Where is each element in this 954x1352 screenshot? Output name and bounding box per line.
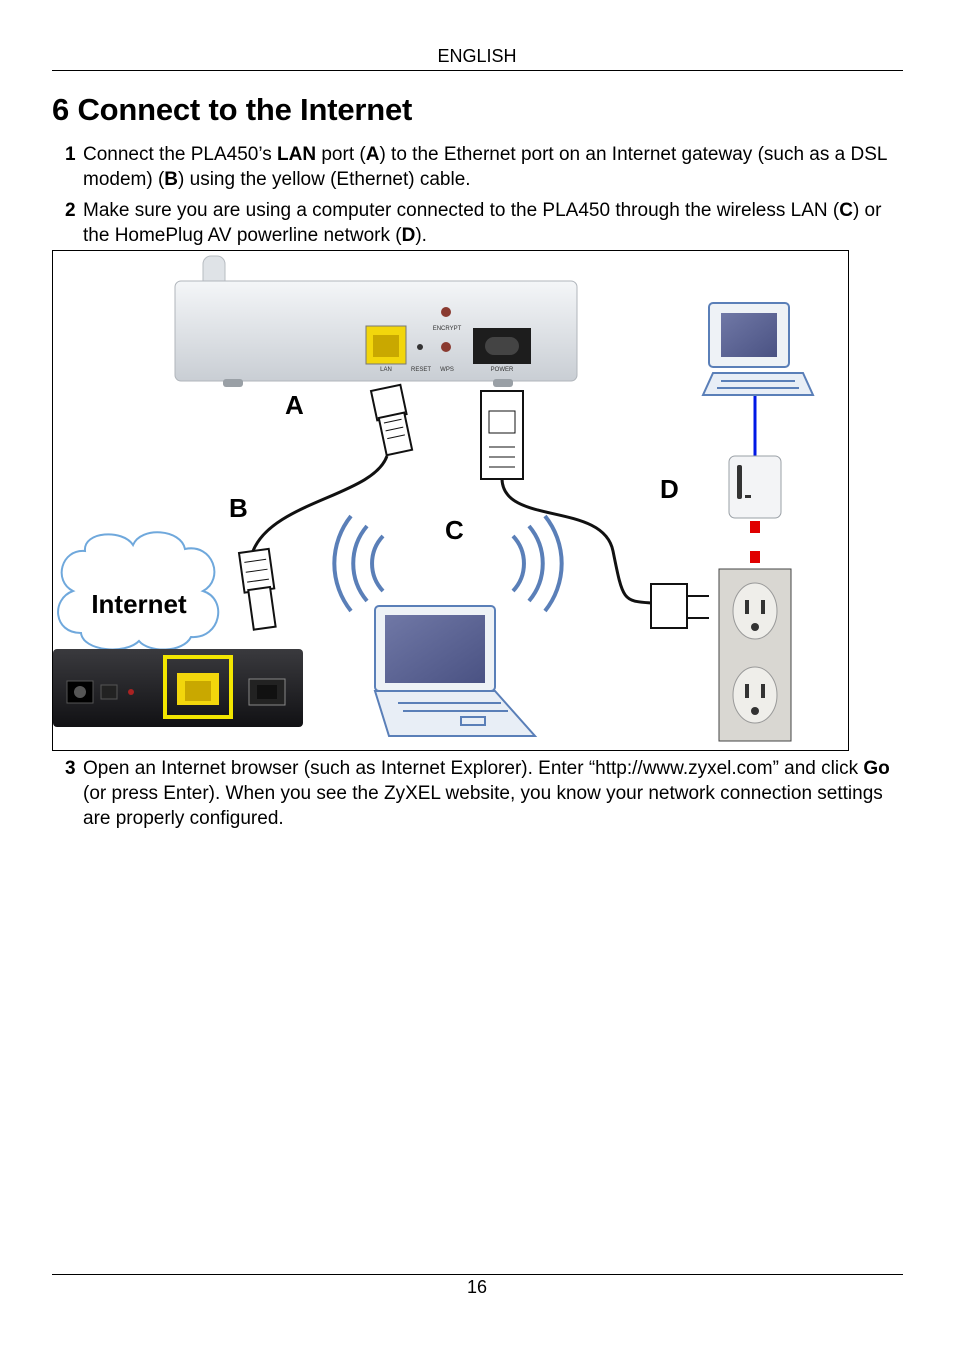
dsl-modem <box>53 649 303 727</box>
port-label-power: POWER <box>491 367 514 373</box>
step-text-part: ) or the HomePlug AV powerline network ( <box>83 200 882 246</box>
device-foot <box>493 379 513 387</box>
step-text: Open an Internet browser (such as Intern… <box>83 756 902 831</box>
pla450-device: LAN RESET WPS ENCRYPT POWER <box>174 255 578 387</box>
step-3: 3 Open an Internet browser (such as Inte… <box>52 756 902 831</box>
port-label-wps: WPS <box>440 367 454 373</box>
header-language: ENGLISH <box>437 46 517 66</box>
connection-diagram: LAN RESET WPS ENCRYPT POWER <box>52 250 849 751</box>
step-1: 1 Connect the PLA450’s LAN port (A) to t… <box>52 142 902 192</box>
powerline-adapter <box>728 455 782 567</box>
ethernet-cable-line <box>251 455 389 552</box>
page-title: 6 Connect to the Internet <box>52 92 413 127</box>
monitor-screen <box>721 313 777 357</box>
label-a: A <box>285 390 304 420</box>
keyboard <box>701 372 815 396</box>
step-2: 2 Make sure you are using a computer con… <box>52 198 902 248</box>
lan-port-socket <box>373 335 399 357</box>
ethernet-plug-top <box>369 383 414 457</box>
power-plug-detail <box>488 410 516 434</box>
internet-cloud: Internet <box>57 531 220 651</box>
port-label-lan: LAN <box>380 367 392 373</box>
step-text-part: ) using the yellow (Ethernet) cable. <box>178 169 471 190</box>
step-text-part: (or press Enter). When you see the ZyXEL… <box>83 783 883 829</box>
step-number: 3 <box>65 758 76 779</box>
step-text-bold: B <box>164 169 179 190</box>
step-text-bold: C <box>839 200 853 221</box>
label-b: B <box>229 493 248 523</box>
wps-button <box>441 342 451 352</box>
step-text-bold: LAN <box>277 144 317 165</box>
wall-plug <box>650 583 688 629</box>
laptop-screen <box>385 615 485 683</box>
step-text-bold: Go <box>863 758 890 779</box>
step-number: 2 <box>65 200 76 221</box>
step-text-part: Connect the PLA450’s <box>83 144 278 165</box>
laptop-base <box>373 690 538 737</box>
diagram-svg: LAN RESET WPS ENCRYPT POWER <box>53 255 815 742</box>
wall-outlet <box>718 568 792 742</box>
step-text-part: Make sure you are using a computer conne… <box>83 200 840 221</box>
ethernet-plug-bottom <box>237 547 277 631</box>
step-text-bold: D <box>401 225 416 246</box>
device-foot <box>223 379 243 387</box>
port-label-reset: RESET <box>411 367 431 373</box>
step-text-bold: A <box>365 144 380 165</box>
step-text: Connect the PLA450’s LAN port (A) to the… <box>83 142 902 192</box>
laptop <box>332 514 564 737</box>
label-d: D <box>660 474 679 504</box>
power-cable <box>480 390 709 629</box>
step-text: Make sure you are using a computer conne… <box>83 198 902 248</box>
power-plug <box>480 390 524 480</box>
lan-port <box>365 325 407 365</box>
footer-rule <box>52 1274 903 1275</box>
step-text-part: ) to the Ethernet port on an Internet ga… <box>83 144 887 190</box>
page-number: 16 <box>466 1277 488 1297</box>
adapter-body <box>728 455 782 519</box>
modem-ethernet-highlight <box>163 655 233 719</box>
ethernet-cable <box>237 383 414 631</box>
desktop-computer <box>701 302 815 456</box>
reset-button <box>417 344 423 350</box>
step-text-part: Open an Internet browser (such as Intern… <box>83 758 864 779</box>
power-socket <box>485 337 519 355</box>
step-text-part: ). <box>415 225 427 246</box>
port-label-encrypt: ENCRYPT <box>433 326 462 332</box>
internet-label: Internet <box>91 589 187 619</box>
outlet-socket <box>732 666 778 724</box>
label-c: C <box>445 515 464 545</box>
header-rule <box>52 70 903 71</box>
outlet-socket <box>732 582 778 640</box>
power-cable-line <box>500 478 652 605</box>
step-text-part: port ( <box>316 144 366 165</box>
step-number: 1 <box>65 144 76 165</box>
encrypt-led <box>441 307 451 317</box>
